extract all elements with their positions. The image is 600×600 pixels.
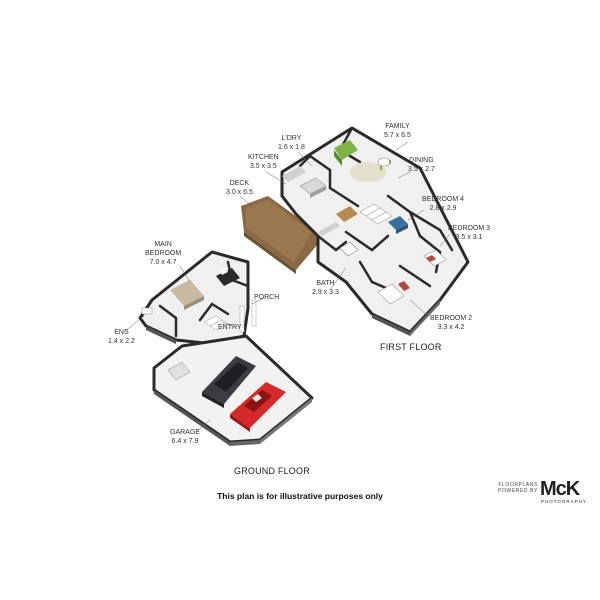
bath-name: BATH [316, 280, 335, 287]
label-deck: DECK 3.0 x 6.5 [226, 179, 253, 197]
kitchen-name: KITCHEN [248, 154, 279, 161]
first-floor-label: FIRST FLOOR [380, 342, 442, 352]
label-bedroom-3: BEDROOM 3 3.5 x 3.1 [448, 224, 490, 242]
stairs [359, 203, 393, 225]
family-dims: 5.7 x 6.5 [384, 132, 411, 139]
logo-floorplans-text: FLOORPLANS POWERED BY [490, 482, 538, 494]
bedroom-2-bed [377, 283, 405, 305]
label-family: FAMILY 5.7 x 6.5 [384, 122, 411, 140]
kitchen-island [336, 206, 358, 222]
bedroom-3-name: BEDROOM 3 [448, 225, 491, 232]
family-name: FAMILY [385, 123, 410, 130]
porch-name: PORCH [254, 294, 280, 301]
label-bedroom-4: BEDROOM 4 2.8 x 2.9 [422, 195, 464, 213]
ground-floor-label: GROUND FLOOR [234, 466, 310, 476]
car-red [230, 382, 286, 432]
ldry-dims: 1.6 x 1.8 [278, 144, 305, 151]
bedroom-4-dims: 2.8 x 2.9 [429, 205, 457, 212]
label-bedroom-2: BEDROOM 2 3.3 x 4.2 [430, 314, 472, 332]
bedroom-2-name: BEDROOM 2 [430, 315, 473, 322]
first-floor-plan [241, 126, 470, 336]
ens-name: ENS [114, 329, 129, 336]
bath-dims: 2.9 x 3.3 [312, 289, 339, 296]
disclaimer-text: This plan is for illustrative purposes o… [217, 491, 383, 501]
ldry-name: L'DRY [281, 135, 302, 142]
bedroom-4-name: BEDROOM 4 [422, 196, 465, 203]
logo-line-2: POWERED BY [498, 488, 538, 494]
label-entry: ENTRY [218, 323, 242, 332]
dining-rug [350, 162, 386, 182]
entry-name: ENTRY [218, 324, 242, 331]
dining-dims: 3.5 x 2.7 [408, 166, 435, 173]
main-bed [170, 280, 204, 306]
dining-name: DINING [409, 157, 434, 164]
logo-brand: McK [540, 478, 580, 500]
label-porch: PORCH [254, 293, 279, 302]
bedroom-3-dims: 3.5 x 3.1 [455, 234, 483, 241]
bath-tub [339, 241, 359, 257]
deck-name: DECK [229, 180, 250, 187]
wardrobe [216, 268, 240, 286]
dining-table [377, 157, 391, 167]
bedroom-2-dims: 3.3 x 4.2 [437, 324, 465, 331]
ensuite-vanity [141, 307, 153, 315]
logo-line-1: FLOORPLANS [498, 482, 538, 488]
deck-dims: 3.0 x 6.5 [226, 189, 253, 196]
deck-surface [246, 200, 312, 262]
label-ens: ENS 1.4 x 2.2 [108, 328, 135, 346]
main-bedroom-name-1: MAIN [154, 241, 172, 248]
label-dining: DINING 3.5 x 2.7 [408, 156, 435, 174]
main-bedroom-name-2: BEDROOM [145, 250, 182, 257]
family-sofa [334, 140, 358, 166]
label-garage: GARAGE 6.4 x 7.9 [170, 428, 200, 446]
kitchen-dims: 3.5 x 3.5 [249, 163, 277, 170]
label-main-bedroom: MAIN BEDROOM 7.0 x 4.7 [145, 240, 181, 267]
label-bath: BATH 2.9 x 3.3 [312, 279, 339, 297]
garage-name: GARAGE [170, 429, 200, 436]
main-bedroom-dims: 7.0 x 4.7 [149, 259, 177, 266]
ens-dims: 1.4 x 2.2 [108, 338, 135, 345]
label-kitchen: KITCHEN 3.5 x 3.5 [248, 153, 279, 171]
ground-floor-plan [138, 250, 314, 446]
logo-sub: PHOTOGRAPHY [541, 499, 587, 504]
label-ldry: L'DRY 1.6 x 1.8 [278, 134, 305, 152]
garage-dims: 6.4 x 7.9 [171, 438, 199, 445]
car-dark [202, 356, 256, 408]
